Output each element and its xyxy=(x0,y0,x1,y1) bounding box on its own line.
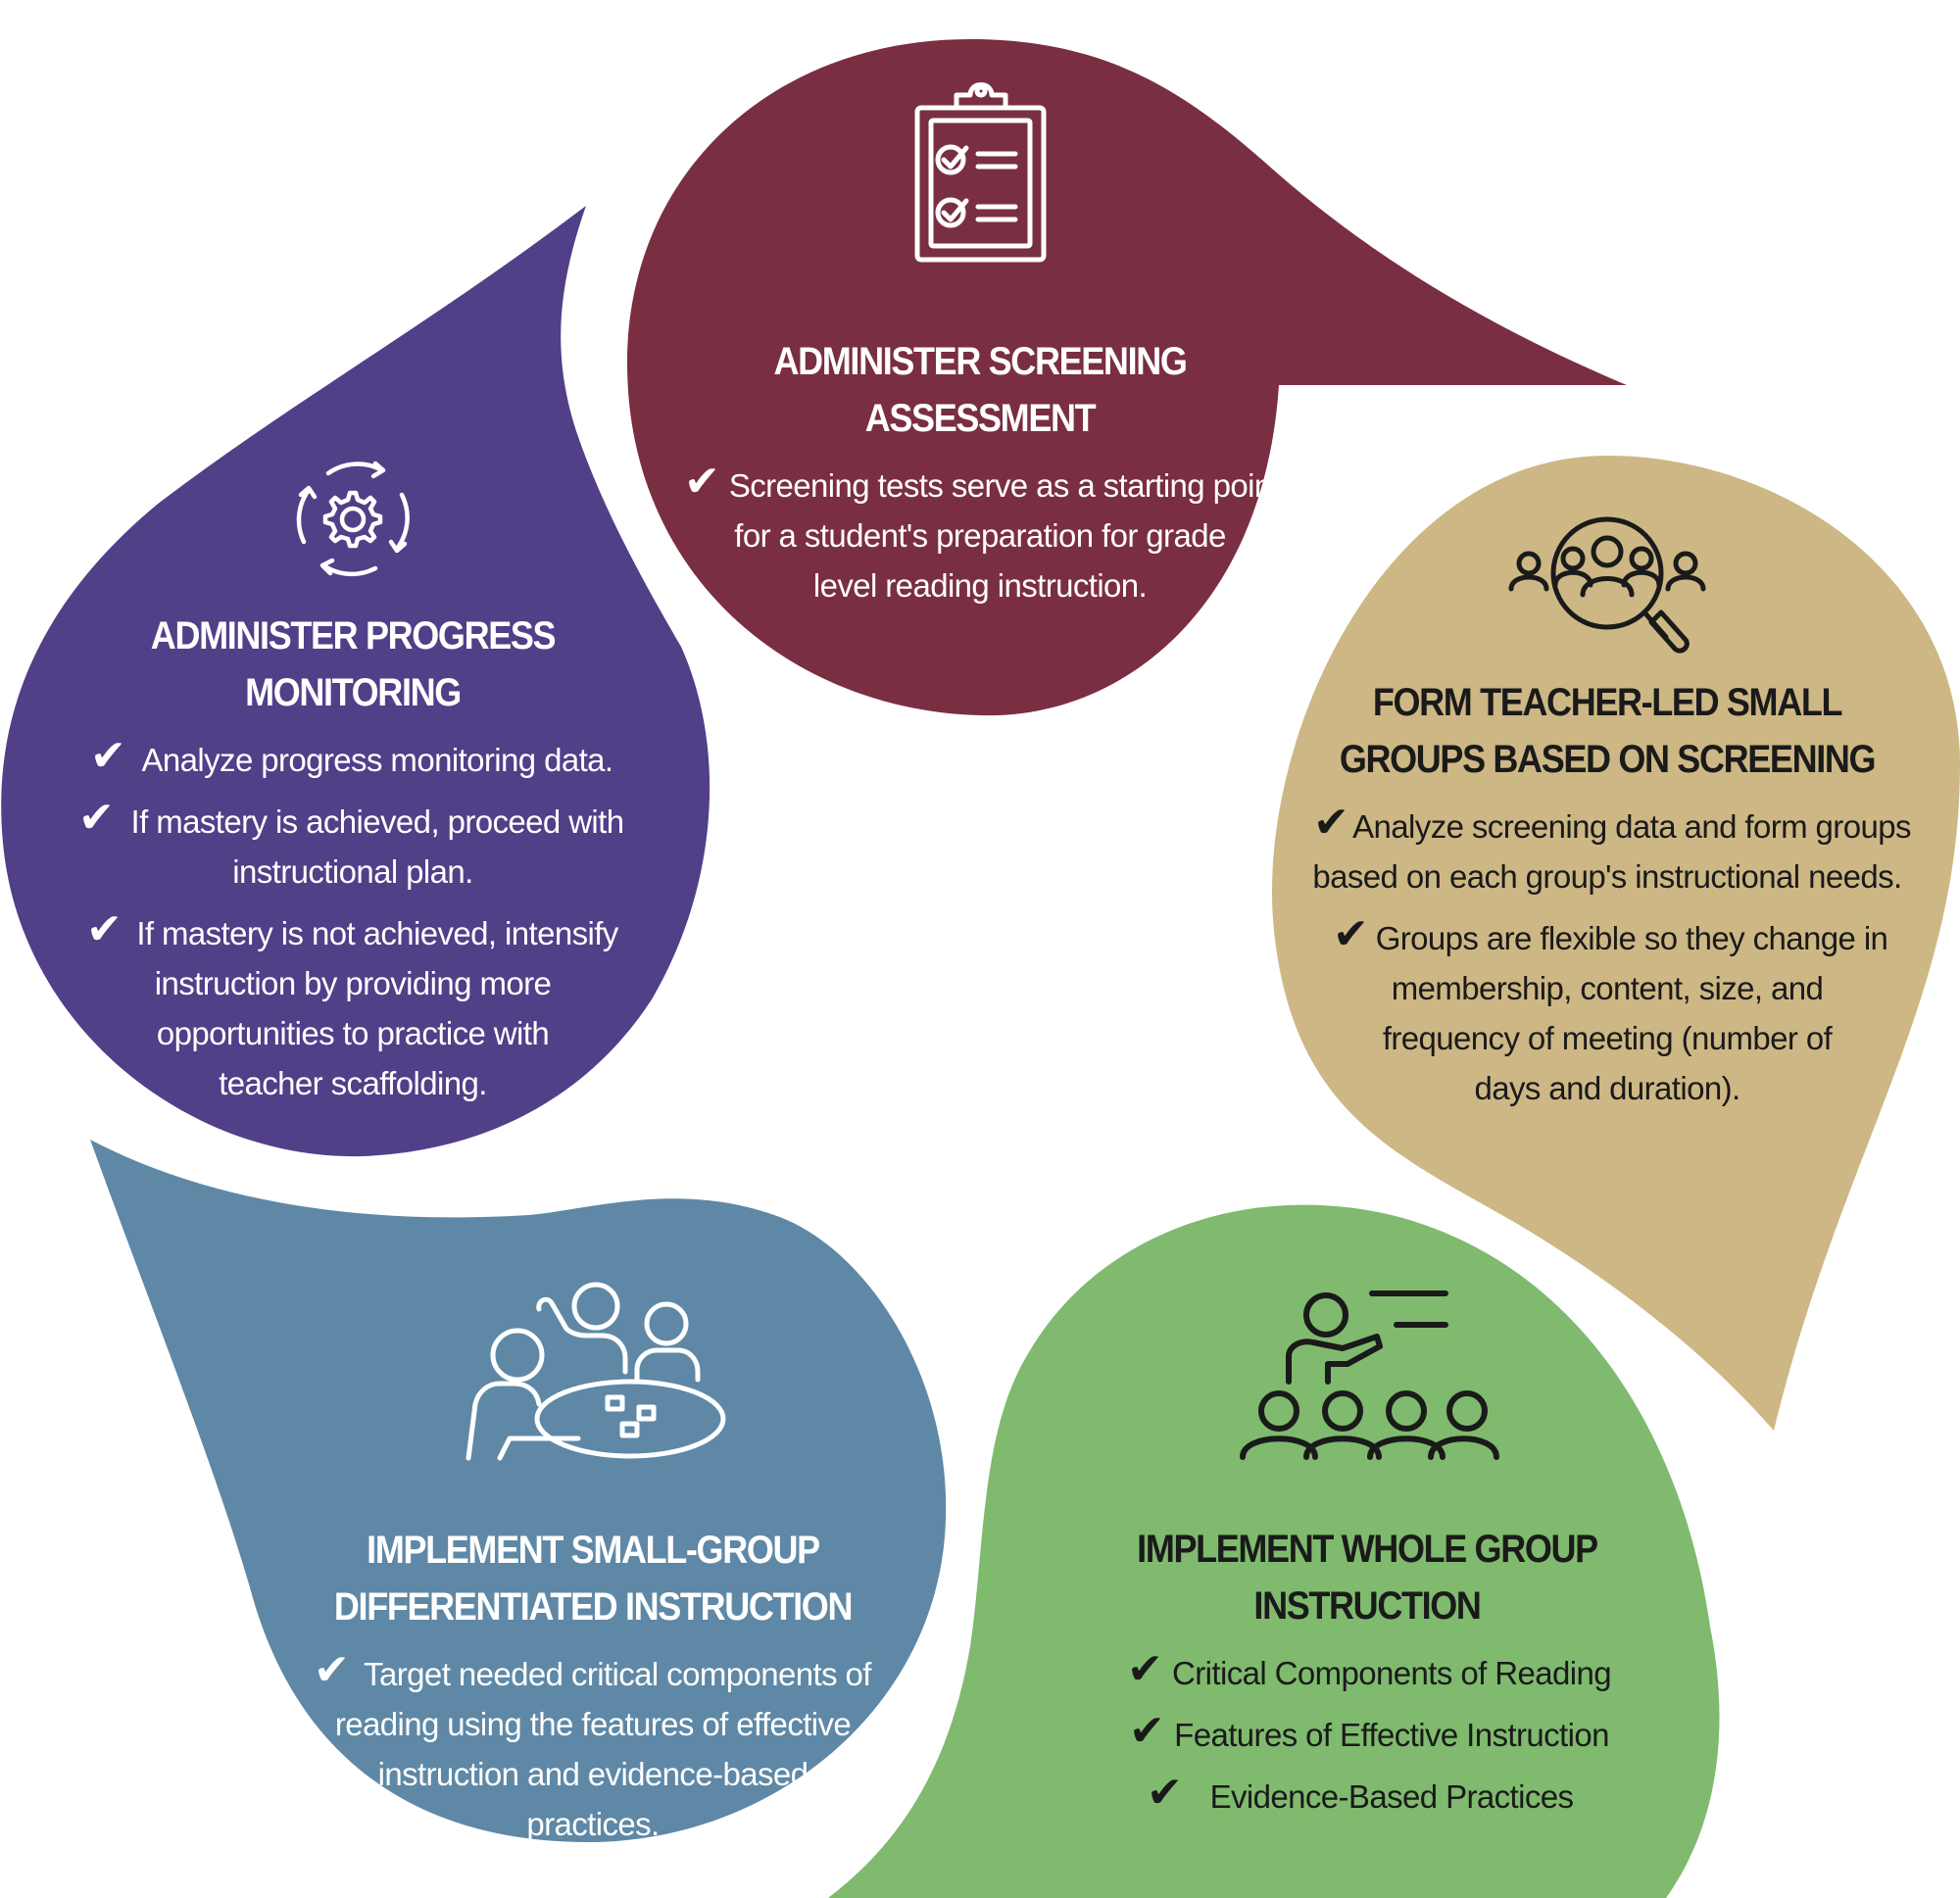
differentiated-title: IMPLEMENT SMALL-GROUP DIFFERENTIATED INS… xyxy=(333,1529,854,1629)
gear-cycle-icon xyxy=(296,461,410,577)
progress-panel: ADMINISTER PROGRESS MONITORING ✔ Analyze… xyxy=(39,608,666,1108)
check-icon: ✔ xyxy=(1127,1645,1163,1693)
bullet-item: ✔ Analyze screening data and form groups… xyxy=(1312,799,1911,896)
check-icon: ✔ xyxy=(1129,1707,1165,1755)
bullet-item: ✔ Critical Components of Reading xyxy=(1127,1645,1612,1693)
check-icon: ✔ xyxy=(78,794,115,842)
screening-bullets: ✔ Screening tests serve as a starting po… xyxy=(627,461,1333,610)
check-icon: ✔ xyxy=(314,1646,350,1694)
check-icon: ✔ xyxy=(1147,1769,1183,1817)
screening-shape xyxy=(627,39,1627,716)
small-group-table-icon xyxy=(466,1282,726,1461)
check-icon: ✔ xyxy=(1333,910,1369,958)
bullet-item: ✔ Groups are flexible so they change in … xyxy=(1333,910,1888,1107)
progress-shape xyxy=(1,206,710,1157)
small-groups-title: FORM TEACHER-LED SMALL GROUPS BASED ON S… xyxy=(1339,681,1877,781)
progress-bullets: ✔ Analyze progress monitoring data. ✔ If… xyxy=(39,735,666,1108)
small-groups-bullets: ✔ Analyze screening data and form groups… xyxy=(1274,802,1940,1113)
teacher-presenting-icon xyxy=(1240,1290,1499,1460)
bullet-item: ✔ Evidence-Based Practices xyxy=(1147,1769,1574,1817)
clipboard-checklist-icon xyxy=(914,82,1047,263)
check-icon: ✔ xyxy=(90,732,126,780)
progress-title: ADMINISTER PROGRESS MONITORING xyxy=(150,614,557,714)
bullet-item: ✔ Features of Effective Instruction xyxy=(1129,1707,1609,1755)
small-groups-shape xyxy=(1271,456,1960,1431)
people-search-icon xyxy=(1508,516,1706,654)
differentiated-panel: IMPLEMENT SMALL-GROUP DIFFERENTIATED INS… xyxy=(284,1522,902,1849)
whole-group-panel: IMPLEMENT WHOLE GROUP INSTRUCTION ✔ Crit… xyxy=(1078,1521,1656,1822)
screening-title: ADMINISTER SCREENING ASSESSMENT xyxy=(773,340,1187,440)
check-icon: ✔ xyxy=(1313,799,1349,847)
differentiated-shape xyxy=(90,1140,947,1842)
whole-group-shape xyxy=(828,1204,1720,1898)
bullet-item: ✔ Screening tests serve as a starting po… xyxy=(684,458,1281,605)
small-groups-panel: FORM TEACHER-LED SMALL GROUPS BASED ON S… xyxy=(1274,674,1940,1113)
whole-group-title: IMPLEMENT WHOLE GROUP INSTRUCTION xyxy=(1137,1528,1598,1628)
whole-group-bullets: ✔ Critical Components of Reading ✔ Featu… xyxy=(1078,1648,1656,1822)
bullet-item: ✔ Analyze progress monitoring data. xyxy=(90,732,613,780)
differentiated-bullets: ✔ Target needed critical components of r… xyxy=(284,1649,902,1849)
bullet-item: ✔ If mastery is not achieved, intensify … xyxy=(86,905,618,1102)
check-icon: ✔ xyxy=(86,905,122,953)
bullet-item: ✔ If mastery is achieved, proceed with i… xyxy=(78,794,624,891)
screening-panel: ADMINISTER SCREENING ASSESSMENT ✔ Screen… xyxy=(627,333,1333,610)
check-icon: ✔ xyxy=(684,458,720,506)
bullet-item: ✔ Target needed critical components of r… xyxy=(314,1646,871,1843)
